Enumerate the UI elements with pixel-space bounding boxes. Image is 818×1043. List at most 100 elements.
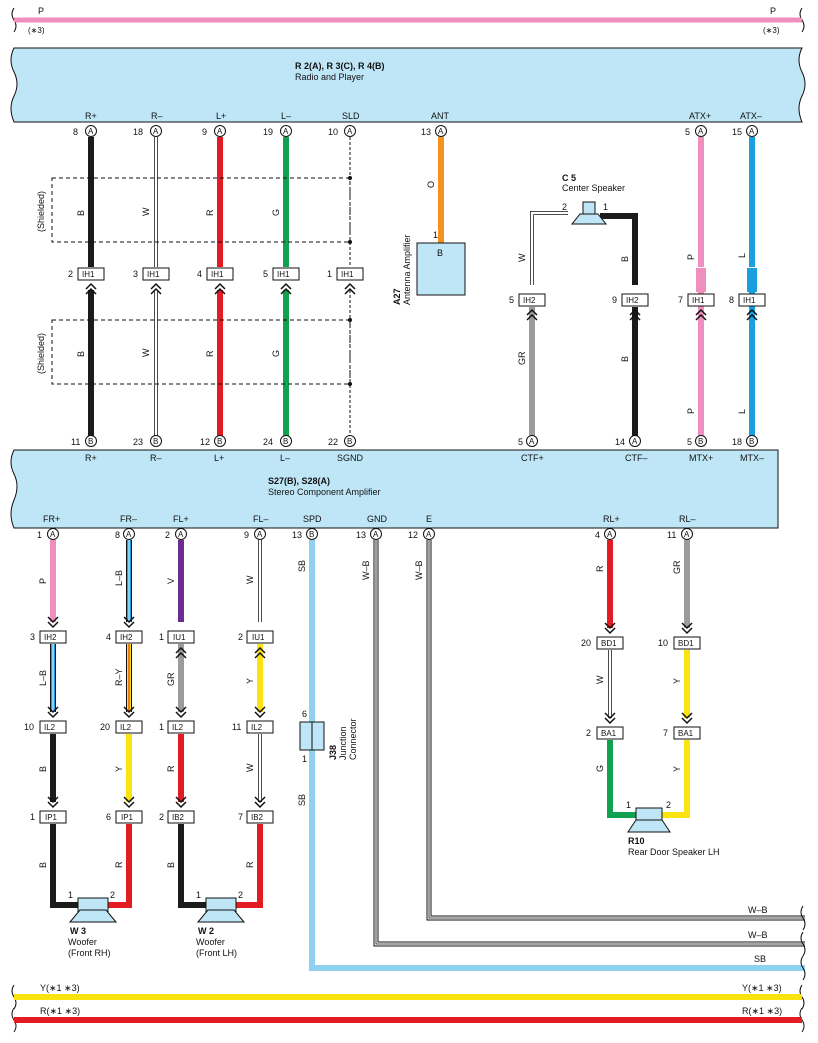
svg-text:IP1: IP1 [45, 813, 58, 822]
svg-text:W: W [595, 675, 605, 684]
svg-text:FR–: FR– [120, 514, 137, 524]
stereo-amplifier-box: S27(B), S28(A) Stereo Component Amplifie… [10, 449, 779, 529]
svg-text:SB: SB [297, 560, 307, 572]
bottom-bus-yellow: Y(∗1 ∗3) Y(∗1 ∗3) [11, 983, 805, 1010]
svg-text:20: 20 [581, 638, 591, 648]
connector-ih1: IH1 1 [327, 267, 364, 295]
radio-pin-conn: A [347, 127, 353, 136]
svg-text:1: 1 [159, 722, 164, 732]
svg-text:13: 13 [292, 530, 302, 540]
radio-pin-number: 5 [685, 127, 690, 137]
svg-text:Y: Y [672, 766, 682, 772]
wire-color-label: W [141, 348, 151, 357]
svg-text:IH2: IH2 [523, 296, 536, 305]
svg-text:10: 10 [24, 722, 34, 732]
svg-text:B: B [749, 437, 754, 446]
svg-text:E: E [426, 514, 432, 524]
connector-ih1: IH1 4 [197, 267, 234, 295]
top-bus-label-right: P [770, 6, 776, 16]
woofer-lh-ref: W 2 [198, 926, 214, 936]
amp-pin-number: 23 [133, 437, 143, 447]
svg-text:IB2: IB2 [251, 813, 264, 822]
top-bus-label-left: P [38, 6, 44, 16]
center-speaker-pin: 1 [603, 202, 608, 212]
svg-text:4: 4 [197, 269, 202, 279]
wire-color-label: W [517, 253, 527, 262]
radio-pin-conn: A [88, 127, 94, 136]
amp-pin-number: 18 [732, 437, 742, 447]
svg-text:SB: SB [297, 794, 307, 806]
svg-text:1: 1 [626, 800, 631, 810]
junction-connector: 6 1 J38 Junction Connector [299, 709, 358, 764]
connector-ih1: IH1 7 [678, 293, 715, 321]
wire-color-label: GR [517, 351, 527, 365]
svg-text:W–B: W–B [361, 560, 371, 580]
svg-text:SB: SB [754, 954, 766, 964]
svg-text:BD1: BD1 [678, 639, 694, 648]
svg-text:SGND: SGND [337, 453, 364, 463]
svg-text:GND: GND [367, 514, 388, 524]
svg-text:W–B: W–B [748, 930, 768, 940]
radio-pin-conn: A [283, 127, 289, 136]
svg-text:IH2: IH2 [120, 633, 133, 642]
svg-text:GR: GR [672, 560, 682, 574]
svg-text:A: A [684, 530, 690, 539]
svg-text:20: 20 [100, 722, 110, 732]
svg-text:P: P [38, 578, 48, 584]
svg-text:4: 4 [595, 530, 600, 540]
svg-text:IP1: IP1 [121, 813, 134, 822]
svg-text:B: B [309, 530, 314, 539]
wire-color-label: G [271, 350, 281, 357]
svg-text:IL2: IL2 [251, 723, 263, 732]
svg-text:8: 8 [729, 295, 734, 305]
svg-text:IH1: IH1 [743, 296, 756, 305]
svg-text:11: 11 [232, 722, 241, 732]
radio-and-player-box: R 2(A), R 3(C), R 4(B) Radio and Player [10, 47, 806, 123]
amp-pin-number: 12 [200, 437, 210, 447]
svg-text:IH1: IH1 [211, 270, 224, 279]
connector-ih1: IH1 3 [133, 267, 170, 295]
amp-top-pin-labels: R+ R– L+ L– SGND CTF+ CTF– MTX+ MTX– [85, 453, 764, 463]
ih2-upper-connectors: IH2 5 IH2 9 [509, 293, 649, 321]
wire-color-label: R [205, 350, 215, 357]
svg-text:5: 5 [263, 269, 268, 279]
svg-text:BA1: BA1 [601, 729, 617, 738]
junction-name: Connector [348, 718, 358, 760]
woofer-lh-name: (Front LH) [196, 948, 237, 958]
svg-text:Y: Y [114, 766, 124, 772]
svg-text:B: B [347, 437, 352, 446]
svg-text:A: A [50, 530, 56, 539]
svg-text:B: B [217, 437, 222, 446]
woofer-front-lh: 1 2 W 2 Woofer (Front LH) [196, 890, 246, 958]
svg-text:IL2: IL2 [172, 723, 184, 732]
svg-text:1: 1 [196, 890, 201, 900]
wire-color-label: P [686, 254, 696, 260]
svg-text:A: A [426, 530, 432, 539]
antenna-amplifier: B 1 A27 Antenna Amplifier [392, 230, 466, 305]
svg-text:IH2: IH2 [44, 633, 57, 642]
radio-pin-conn: A [438, 127, 444, 136]
amp-pin-number: 11 [71, 437, 80, 447]
svg-text:A: A [373, 530, 379, 539]
svg-text:B: B [698, 437, 703, 446]
svg-text:7: 7 [238, 812, 243, 822]
radio-pin-number: 8 [73, 127, 78, 137]
svg-text:12: 12 [408, 530, 418, 540]
svg-text:FR+: FR+ [43, 514, 60, 524]
svg-text:A: A [178, 530, 184, 539]
shielded-label: (Shielded) [36, 191, 46, 232]
connector-il2: IL2 1 [159, 706, 195, 734]
svg-text:A: A [607, 530, 613, 539]
svg-text:Y: Y [672, 678, 682, 684]
svg-text:R(∗1 ∗3): R(∗1 ∗3) [40, 1006, 80, 1016]
center-speaker: C 5 Center Speaker 2 1 [562, 173, 625, 225]
svg-text:R: R [595, 565, 605, 572]
svg-text:IH1: IH1 [147, 270, 160, 279]
svg-text:B: B [166, 862, 176, 868]
